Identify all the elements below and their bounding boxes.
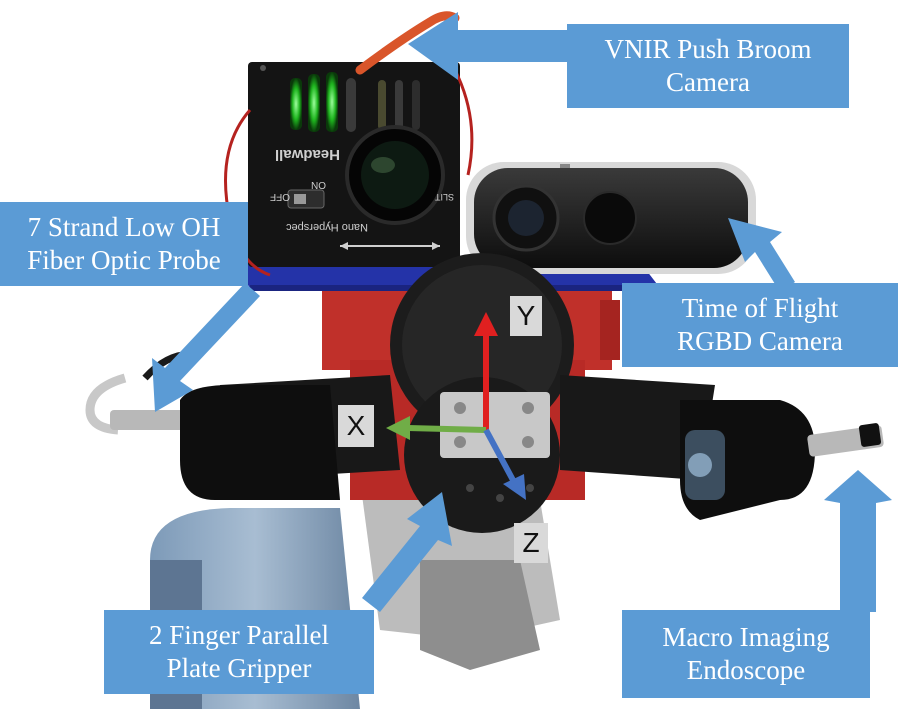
axis-y-arrowhead xyxy=(474,312,498,336)
axis-z-line xyxy=(483,428,517,484)
callout-gripper: 2 Finger Parallel Plate Gripper xyxy=(104,610,374,694)
tof-callout-arrow xyxy=(728,218,795,292)
fiber-callout-arrow xyxy=(152,283,260,412)
vnir-line-1: VNIR Push Broom xyxy=(604,34,812,64)
tof-line-2: RGBD Camera xyxy=(677,326,843,356)
camera-slit-text: SLIT xyxy=(434,192,454,202)
tof-line-1: Time of Flight xyxy=(681,293,839,323)
endoscope-callout-arrow xyxy=(824,470,892,612)
gripper-line-2: Plate Gripper xyxy=(166,653,312,683)
vnir-line-2: Camera xyxy=(666,67,750,97)
callout-fiber-probe: 7 Strand Low OH Fiber Optic Probe xyxy=(0,202,248,286)
fiber-line-2: Fiber Optic Probe xyxy=(27,245,221,275)
axis-label-x: X xyxy=(338,405,374,447)
gripper-callout-arrow xyxy=(362,492,452,612)
axis-z-arrowhead xyxy=(503,474,526,500)
axis-label-z: Z xyxy=(514,523,548,563)
axis-label-y: Y xyxy=(510,296,542,336)
axis-x-arrowhead xyxy=(386,416,410,440)
coordinate-axes xyxy=(386,312,526,500)
endoscope-line-2: Endoscope xyxy=(686,655,806,685)
camera-model-text: Nano Hyperspec xyxy=(286,221,368,233)
macro-endoscope xyxy=(680,400,884,520)
hyperspectral-camera: Headwall Nano Hyperspec ON OFF SLIT xyxy=(248,62,460,267)
callout-vnir-camera: VNIR Push Broom Camera xyxy=(567,24,849,108)
fiber-line-1: 7 Strand Low OH xyxy=(27,212,221,242)
endoscope-line-1: Macro Imaging xyxy=(662,622,830,652)
orange-cable xyxy=(355,11,460,75)
camera-brand-text: Headwall xyxy=(275,146,340,163)
fiber-optic-probe xyxy=(85,350,340,500)
vnir-callout-arrow xyxy=(408,12,570,80)
red-wire-right xyxy=(453,69,474,176)
callout-tof-camera: Time of Flight RGBD Camera xyxy=(622,283,898,367)
axis-x-line xyxy=(407,425,487,433)
callout-endoscope: Macro Imaging Endoscope xyxy=(622,610,870,698)
tof-camera xyxy=(466,162,756,274)
gripper-line-1: 2 Finger Parallel xyxy=(149,620,329,650)
camera-on-text: ON xyxy=(311,179,326,190)
camera-off-text: OFF xyxy=(270,191,290,202)
